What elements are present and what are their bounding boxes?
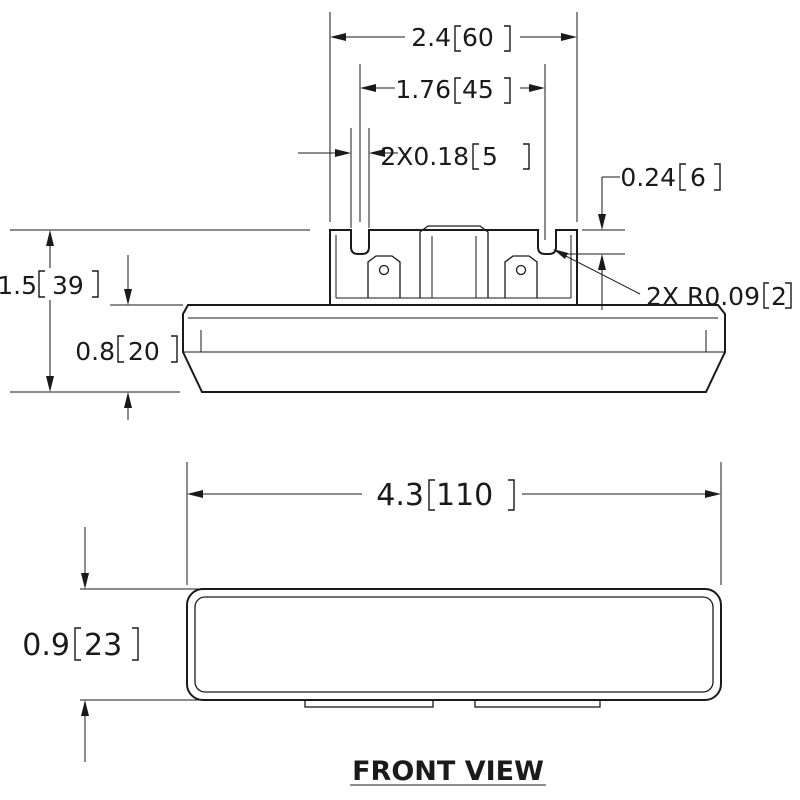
center-boss	[419, 225, 489, 298]
dim-slot-radius-value: 2X R0.09	[646, 282, 760, 311]
dim-slot-spacing-metric: 45	[462, 75, 494, 104]
dim-overall-height-value: 1.5	[0, 271, 37, 300]
bracket-housing	[329, 229, 578, 305]
bracket-inner-wall	[335, 235, 572, 299]
dim-front-height: 0.9 23	[22, 527, 200, 762]
dim-slot-spacing-value: 1.76	[395, 75, 451, 104]
view-title-text: FRONT VIEW	[352, 756, 544, 787]
side-view	[182, 225, 726, 393]
dim-front-height-metric: 23	[84, 628, 122, 663]
dim-overall-width-value: 2.4	[411, 23, 451, 52]
dim-slot-width-value: 2X0.18	[380, 142, 469, 171]
dim-overall-height-metric: 39	[52, 271, 84, 300]
dim-slot-depth-value: 0.24	[620, 163, 676, 192]
dim-front-height-value: 0.9	[22, 628, 70, 663]
right-clip	[504, 255, 538, 298]
dim-slot-width-metric: 5	[482, 142, 498, 171]
dim-slot-depth: 0.24 6	[560, 163, 721, 310]
front-inner-outline	[194, 596, 714, 693]
base-plate-lines	[183, 317, 725, 393]
front-view	[186, 588, 722, 708]
dim-slot-depth-metric: 6	[690, 163, 706, 192]
dim-overall-length-value: 4.3	[376, 478, 424, 513]
dim-slot-radius: 2X R0.09 2	[553, 249, 792, 311]
center-boss-inner	[431, 236, 477, 298]
dim-base-height: 0.8 20	[75, 255, 183, 420]
dim-slot-width: 2X0.18 5	[298, 128, 530, 228]
dim-overall-width-metric: 60	[462, 23, 494, 52]
view-title: FRONT VIEW	[350, 756, 546, 787]
dim-overall-length-metric: 110	[436, 478, 493, 513]
dim-base-height-value: 0.8	[75, 337, 115, 366]
front-outer-outline	[186, 588, 722, 701]
dim-overall-height: 1.5 39	[0, 229, 310, 393]
front-foot-left	[304, 699, 434, 708]
dim-overall-length: 4.3 110	[186, 462, 722, 585]
front-foot-right	[474, 699, 601, 708]
dim-slot-radius-metric: 2	[771, 282, 787, 311]
dim-base-height-metric: 20	[128, 337, 160, 366]
dim-slot-spacing: 1.76 45	[359, 64, 546, 240]
left-clip	[367, 255, 401, 298]
dim-overall-width-top: 2.4 60	[329, 12, 578, 222]
